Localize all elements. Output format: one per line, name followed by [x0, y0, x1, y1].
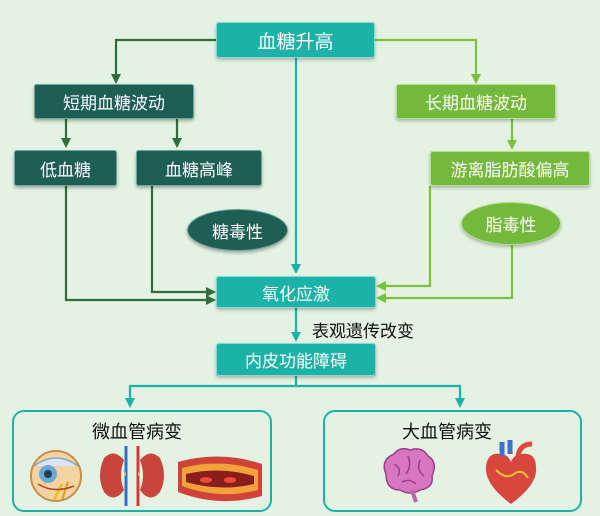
arrow-lipo-to-oxidative — [376, 245, 514, 303]
node-glucose-peak: 血糖高峰 — [136, 150, 262, 186]
node-endothelial-label: 内皮功能障碍 — [245, 352, 347, 372]
node-long-term: 长期血糖波动 — [396, 84, 556, 119]
arrow-hypo-to-oxidative — [64, 186, 216, 305]
node-glucose-peak-label: 血糖高峰 — [165, 160, 233, 181]
arrow-hyper-to-long — [375, 38, 481, 84]
node-lipotoxicity-label: 脂毒性 — [485, 216, 537, 236]
node-hypoglycemia-label: 低血糖 — [40, 160, 91, 181]
heart-icon — [485, 440, 537, 504]
node-oxidative-stress: 氧化应激 — [216, 276, 376, 308]
node-hyperglycemia-label: 血糖升高 — [257, 30, 334, 53]
node-long-term-label: 长期血糖波动 — [425, 94, 527, 114]
arrow-ffa-to-oxidative — [376, 186, 432, 291]
arrow-endothelial-to-micro — [125, 376, 298, 408]
node-hyperglycemia: 血糖升高 — [216, 22, 375, 58]
panel-micro-title: 微血管病变 — [92, 422, 182, 443]
node-ffa-high-label: 游离脂肪酸偏高 — [450, 161, 570, 181]
node-short-term: 短期血糖波动 — [34, 84, 194, 119]
arrow-hyper-to-short — [111, 38, 216, 84]
eye-icon — [30, 450, 82, 502]
artery-plaque-icon — [178, 456, 262, 502]
node-endothelial: 内皮功能障碍 — [216, 343, 376, 376]
label-epigenetic: 表观遗传改变 — [312, 322, 414, 342]
node-oxidative-stress-label: 氧化应激 — [262, 284, 330, 305]
kidneys-icon — [100, 446, 164, 506]
node-ffa-high: 游离脂肪酸偏高 — [430, 151, 590, 186]
node-glucotoxicity-label: 糖毒性 — [212, 222, 263, 243]
arrow-endothelial-to-macro — [296, 384, 465, 408]
brain-icon — [383, 447, 435, 503]
node-lipotoxicity: 脂毒性 — [461, 202, 561, 245]
panel-macro — [323, 410, 582, 512]
node-hypoglycemia: 低血糖 — [14, 150, 117, 186]
arrow-peak-to-oxidative — [150, 186, 216, 297]
node-glucotoxicity: 糖毒性 — [187, 209, 288, 251]
panel-macro-title: 大血管病变 — [402, 422, 492, 443]
node-short-term-label: 短期血糖波动 — [63, 94, 165, 114]
